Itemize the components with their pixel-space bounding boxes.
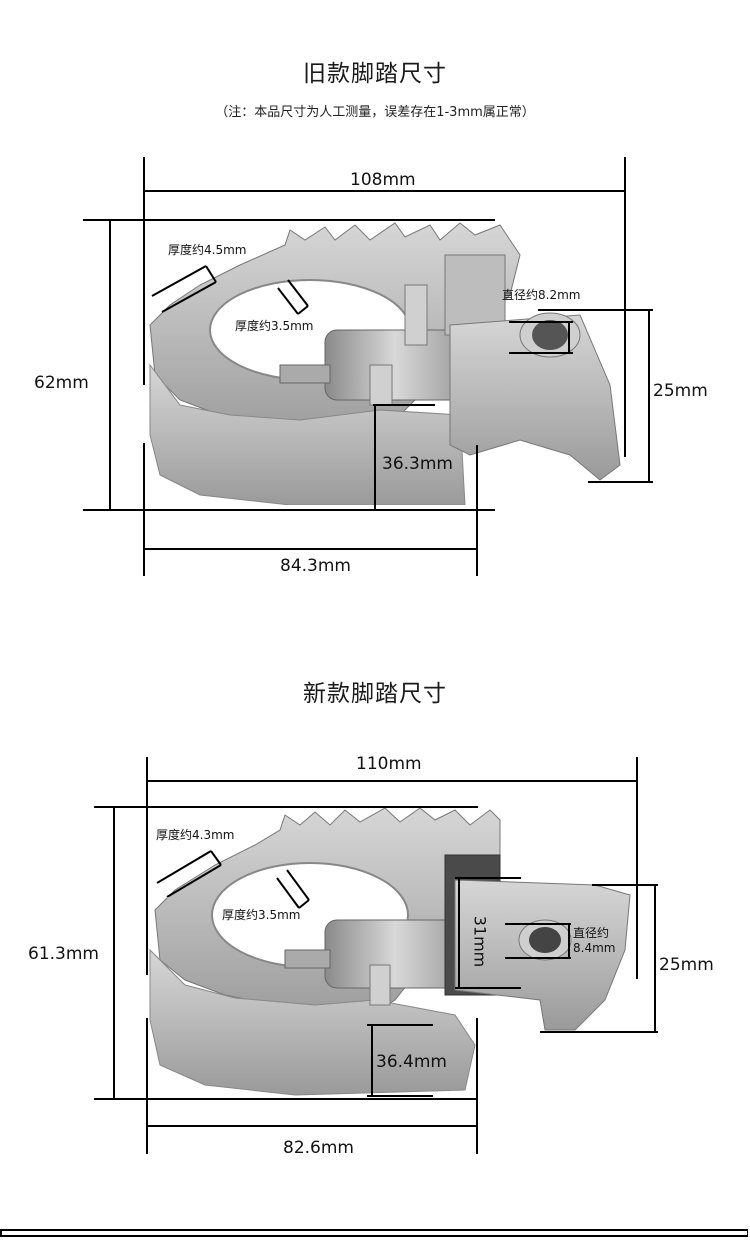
old-platform-height-label: 36.3mm bbox=[382, 454, 453, 474]
dim-line bbox=[94, 806, 478, 808]
new-mount-height-label: 25mm bbox=[659, 955, 714, 975]
new-bracket-height-label: 31mm bbox=[470, 915, 490, 968]
dim-line bbox=[367, 1095, 433, 1097]
new-platform-height-label: 36.4mm bbox=[376, 1052, 447, 1072]
dim-line bbox=[143, 157, 145, 385]
new-hole-diameter-label: 直径约 bbox=[573, 926, 610, 940]
dim-line bbox=[83, 509, 495, 511]
dim-line bbox=[374, 404, 376, 510]
dim-line bbox=[476, 1018, 478, 1154]
dim-line bbox=[568, 321, 570, 354]
old-outer-thickness-label: 厚度约4.5mm bbox=[168, 243, 247, 257]
dim-line bbox=[568, 923, 570, 959]
outer-thickness-marker bbox=[151, 265, 217, 313]
dim-line bbox=[146, 1018, 148, 1154]
dim-line bbox=[94, 1098, 478, 1100]
dim-line bbox=[476, 445, 478, 576]
dim-line bbox=[509, 352, 573, 354]
dim-line bbox=[455, 877, 521, 879]
new-hole-diameter-value: 8.4mm bbox=[573, 941, 616, 955]
new-overall-height-label: 61.3mm bbox=[28, 944, 99, 964]
dim-line bbox=[371, 1024, 373, 1097]
new-base-length-label: 82.6mm bbox=[283, 1138, 354, 1158]
dim-line bbox=[636, 757, 638, 979]
dim-line bbox=[109, 219, 111, 511]
dim-line bbox=[505, 923, 571, 925]
outer-thickness-marker bbox=[156, 850, 222, 897]
old-hole-diameter-label: 直径约8.2mm bbox=[502, 288, 581, 302]
old-foot-peg-image bbox=[149, 222, 621, 505]
new-outer-thickness-label: 厚度约4.3mm bbox=[156, 828, 235, 842]
dim-line bbox=[540, 1031, 658, 1033]
old-peg-title: 旧款脚踏尺寸 bbox=[303, 61, 447, 87]
old-overall-height-label: 62mm bbox=[34, 373, 89, 393]
dim-line bbox=[624, 157, 626, 457]
dim-line bbox=[143, 548, 477, 550]
dim-line bbox=[654, 884, 656, 1033]
inner-thickness-marker bbox=[276, 869, 310, 909]
measurement-note: （注：本品尺寸为人工测量，误差存在1-3mm属正常） bbox=[215, 105, 535, 120]
dim-line bbox=[113, 806, 115, 1100]
dim-line bbox=[592, 884, 658, 886]
dim-line bbox=[648, 309, 650, 483]
dim-line bbox=[367, 1024, 433, 1026]
dim-line bbox=[373, 404, 435, 406]
old-inner-thickness-label: 厚度约3.5mm bbox=[235, 319, 314, 333]
dim-line bbox=[83, 219, 495, 221]
new-inner-thickness-label: 厚度约3.5mm bbox=[222, 908, 301, 922]
dim-line bbox=[455, 987, 521, 989]
dim-line bbox=[146, 1125, 478, 1127]
old-overall-length-label: 108mm bbox=[350, 170, 416, 190]
dim-line bbox=[146, 757, 148, 975]
new-foot-peg-image bbox=[149, 807, 631, 1096]
new-overall-length-label: 110mm bbox=[356, 754, 422, 774]
dim-line bbox=[588, 481, 653, 483]
bottom-border-bar bbox=[0, 1229, 748, 1237]
dim-line bbox=[146, 780, 638, 782]
inner-thickness-marker bbox=[277, 279, 309, 315]
new-peg-title: 新款脚踏尺寸 bbox=[303, 681, 447, 707]
dim-line bbox=[458, 877, 460, 989]
old-mount-height-label: 25mm bbox=[653, 381, 708, 401]
dim-line bbox=[538, 309, 653, 311]
dim-line bbox=[143, 190, 626, 192]
old-base-length-label: 84.3mm bbox=[280, 556, 351, 576]
dim-line bbox=[505, 957, 571, 959]
dim-line bbox=[509, 321, 573, 323]
